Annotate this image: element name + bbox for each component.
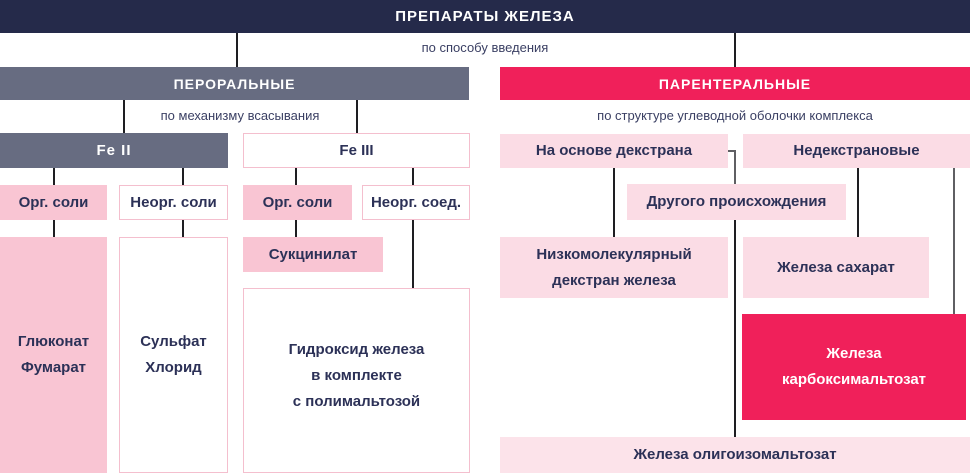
parenteral-branch-header: ПАРЕНТЕРАЛЬНЫЕ: [500, 67, 970, 100]
connector-oral-fe3: [356, 100, 358, 133]
non-dextran-node: Недекстрановые: [743, 134, 970, 168]
connector-tick-other-origin: [728, 150, 736, 152]
connector-organic-gluconate: [53, 220, 55, 238]
connector-nondextran-carboxymaltose: [953, 168, 955, 314]
dextran-based-node: На основе декстрана: [500, 134, 728, 168]
connector-fe2-inorganic: [182, 168, 184, 186]
connector-inorganic-hydroxide: [412, 220, 414, 289]
connector-organic-succinylate: [295, 220, 297, 238]
gluconate-fumarate-leaf: Глюконат Фумарат: [0, 237, 107, 473]
fe3-organic-salts-node: Орг. соли: [243, 185, 352, 220]
connector-fe3-organic: [295, 168, 297, 186]
fe2-inorganic-salts-node: Неорг. соли: [119, 185, 228, 220]
classifier-absorption-label: по механизму всасывания: [160, 108, 320, 123]
oral-branch-header: ПЕРОРАЛЬНЫЕ: [0, 67, 469, 100]
low-molecular-dextran-leaf: Низкомолекулярный декстран железа: [500, 237, 728, 298]
connector-other-origin-top: [734, 150, 736, 185]
connector-otherorigin-oligoisomaltoside: [734, 220, 736, 437]
connector-title-oral: [236, 33, 238, 67]
connector-nondextran-saccharate: [857, 168, 859, 237]
iron-saccharate-leaf: Железа сахарат: [743, 237, 929, 298]
iron-oligoisomaltoside-leaf: Железа олигоизомальтозат: [500, 437, 970, 473]
connector-dextran-lowmol: [613, 168, 615, 237]
connector-oral-fe2: [123, 100, 125, 133]
classifier-route-label: по способу введения: [421, 40, 549, 55]
connector-fe3-inorganic: [412, 168, 414, 186]
hydroxide-polymaltose-leaf: Гидроксид железа в комплекте с полимальт…: [243, 288, 470, 473]
fe3-inorganic-compounds-node: Неорг. соед.: [362, 185, 470, 220]
connector-inorganic-sulfate: [182, 220, 184, 238]
sulfate-chloride-leaf: Сульфат Хлорид: [119, 237, 228, 473]
other-origin-node: Другого происхождения: [627, 184, 846, 220]
connector-fe2-organic: [53, 168, 55, 186]
fe2-organic-salts-node: Орг. соли: [0, 185, 107, 220]
diagram-title: ПРЕПАРАТЫ ЖЕЛЕЗА: [0, 0, 970, 33]
succinylate-leaf: Сукцинилат: [243, 237, 383, 272]
connector-title-parenteral: [734, 33, 736, 67]
classifier-shell-label: по структуре углеводной оболочки комплек…: [597, 108, 873, 123]
fe2-node: Fe II: [0, 133, 228, 168]
iron-carboxymaltose-leaf: Железа карбоксимальтозат: [742, 314, 966, 420]
fe3-node: Fe III: [243, 133, 470, 168]
